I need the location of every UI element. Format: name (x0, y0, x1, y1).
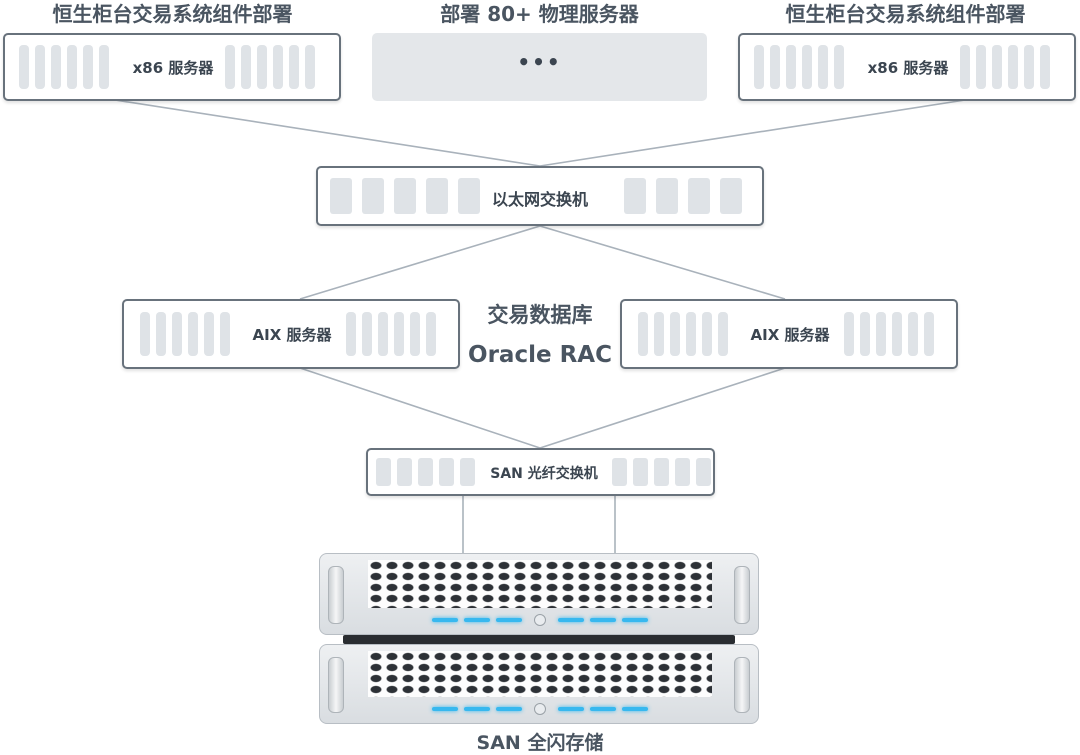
aix-server-left: AIX 服务器 (122, 299, 460, 369)
san-switch-label: SAN 光纤交换机 (490, 466, 598, 482)
switch-port (612, 458, 627, 486)
switch-port (426, 178, 448, 214)
rack-handle-right (734, 566, 750, 624)
aix-server-right: AIX 服务器 (620, 299, 958, 369)
line-switch-to-right-aix (539, 225, 786, 300)
database-title: 交易数据库 (487, 303, 593, 327)
ethernet-switch-label: 以太网交换机 (491, 190, 588, 209)
switch-port (397, 458, 412, 486)
switch-port (458, 178, 480, 214)
x86-server-right: x86 服务器 (738, 33, 1076, 101)
ethernet-ports-right (624, 178, 742, 214)
server-slots-right (225, 45, 315, 89)
line-switch-to-left-aix (299, 225, 541, 300)
vent-mesh (368, 560, 712, 608)
storage-unit-bottom (319, 644, 759, 724)
san-ports-right (612, 458, 711, 486)
x86-server-left: x86 服务器 (3, 33, 341, 101)
right-cluster-title: 恒生柜台交易系统组件部署 (785, 2, 1026, 26)
line-right-server-to-switch (539, 99, 966, 167)
center-cluster-title: 部署 80+ 物理服务器 (440, 2, 639, 26)
x86-server-left-label: x86 服务器 (132, 59, 214, 77)
more-servers-placeholder: ••• (372, 33, 707, 101)
storage-unit-top (319, 553, 759, 635)
aix-server-left-label: AIX 服务器 (252, 326, 332, 344)
line-right-aix-to-san-switch (539, 367, 786, 449)
switch-port (696, 458, 711, 486)
switch-port (624, 178, 646, 214)
ethernet-ports-left (330, 178, 480, 214)
switch-port (418, 458, 433, 486)
power-indicator-icon (534, 614, 546, 626)
rack-handle-left (328, 566, 344, 624)
ethernet-switch: 以太网交换机 (316, 166, 764, 226)
x86-server-right-label: x86 服务器 (867, 59, 949, 77)
switch-port (394, 178, 416, 214)
switch-port (656, 178, 678, 214)
left-cluster-title: 恒生柜台交易系统组件部署 (52, 2, 293, 26)
switch-port (675, 458, 690, 486)
san-ports-left (376, 458, 475, 486)
switch-port (362, 178, 384, 214)
switch-port (720, 178, 742, 214)
switch-port (633, 458, 648, 486)
line-left-aix-to-san-switch (299, 367, 541, 449)
san-fiber-switch: SAN 光纤交换机 (366, 448, 715, 496)
switch-port (330, 178, 352, 214)
ellipsis-indicator: ••• (517, 50, 562, 74)
switch-port (376, 458, 391, 486)
server-slots-left (19, 45, 109, 89)
switch-port (688, 178, 710, 214)
line-left-server-to-switch (114, 99, 541, 167)
database-subtitle: Oracle RAC (468, 342, 612, 368)
aix-server-right-label: AIX 服务器 (750, 326, 830, 344)
storage-label: SAN 全闪存储 (476, 732, 604, 754)
switch-port (439, 458, 454, 486)
switch-port (460, 458, 475, 486)
switch-port (654, 458, 669, 486)
